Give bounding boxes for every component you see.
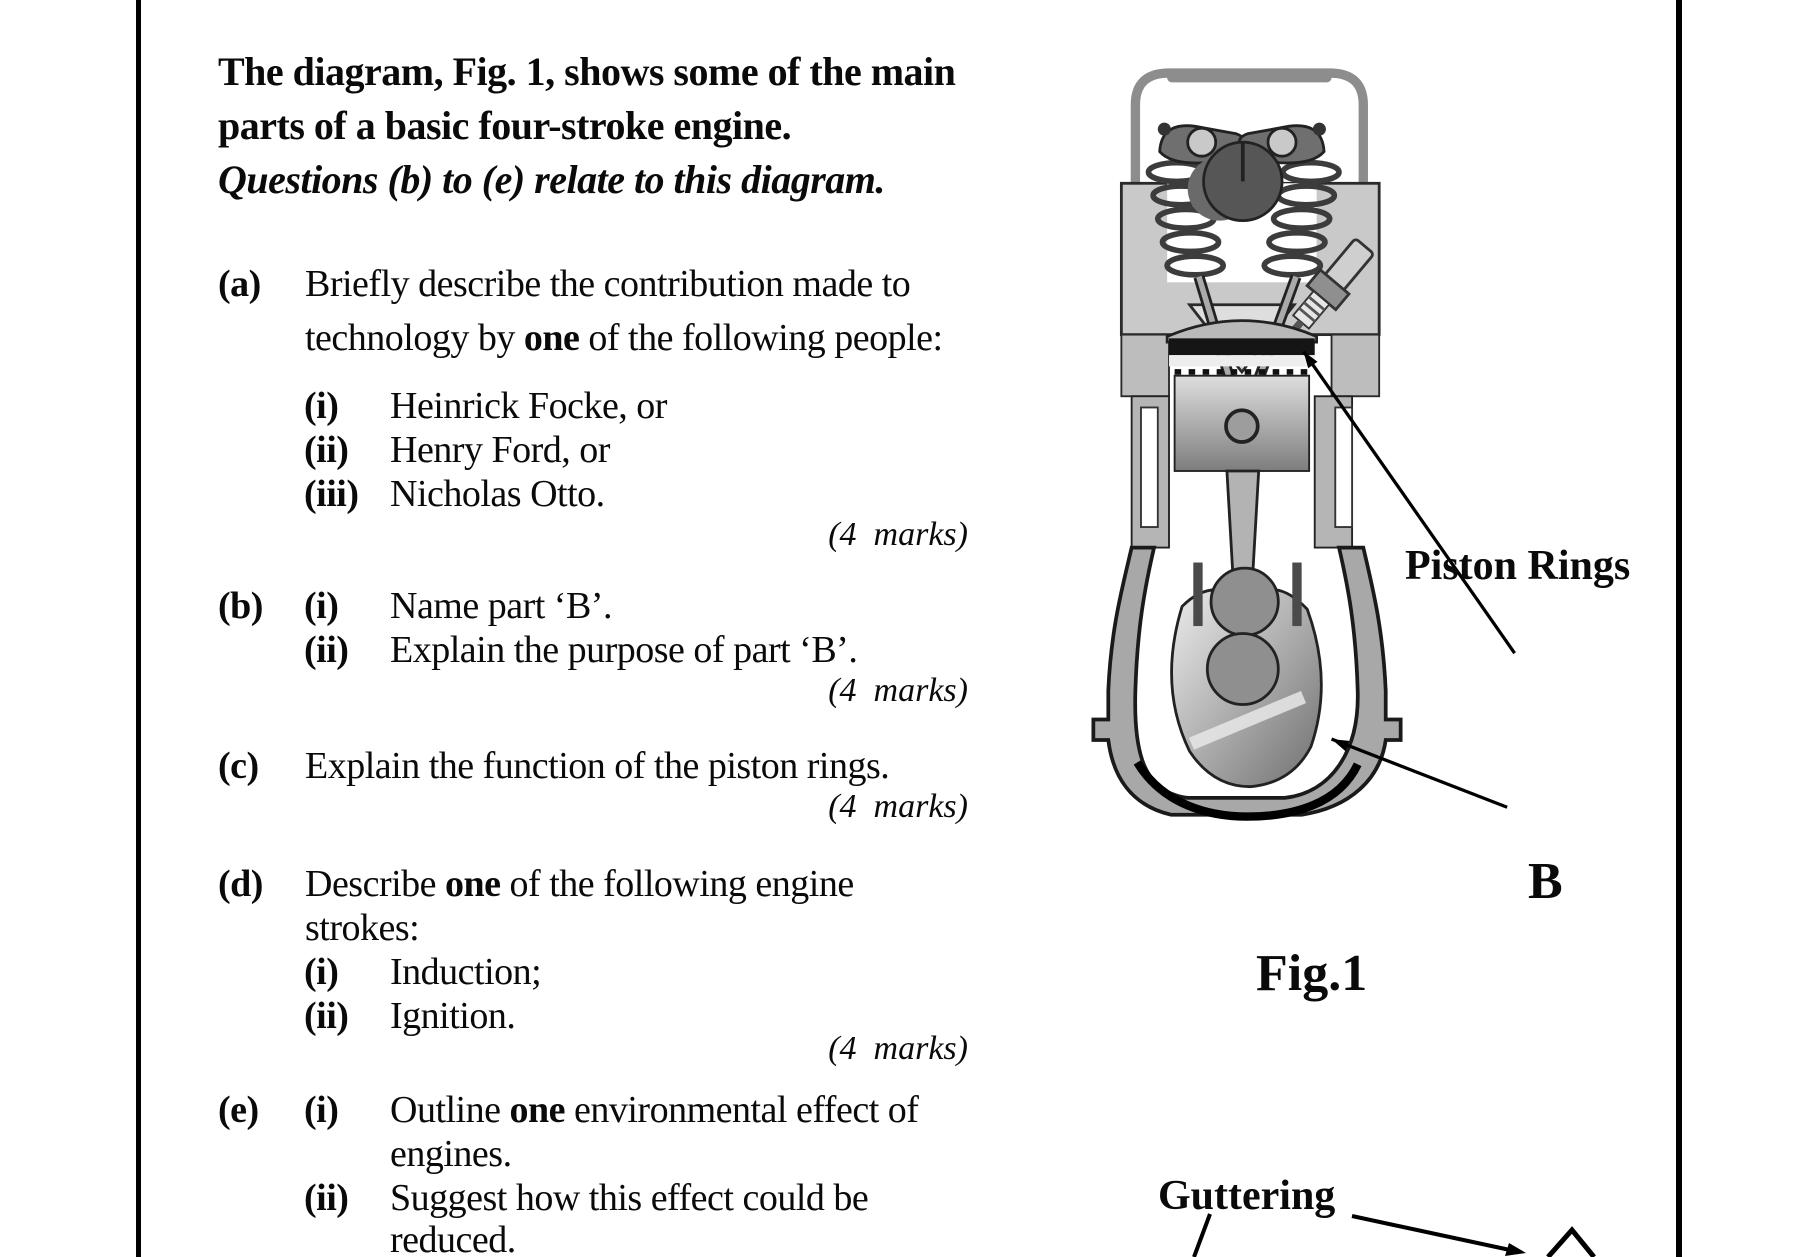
- wrist-pin: [1224, 408, 1260, 444]
- q-d-marks: (4 marks): [828, 1030, 968, 1067]
- q-a-ii-text: Henry Ford, or: [390, 429, 610, 471]
- piston-ring-band: [1169, 338, 1315, 356]
- q-b-ii-num: (ii): [304, 629, 349, 671]
- q-a-line-1: Briefly describe the contribution made t…: [305, 263, 911, 305]
- piston-rings-leader-arrow: [1302, 350, 1516, 655]
- q-a-marks: (4 marks): [828, 516, 968, 553]
- crank-web-highlight: [1188, 690, 1307, 750]
- piston-ring-groove: [1169, 355, 1315, 367]
- q-e-i-line-2: engines.: [390, 1133, 512, 1175]
- q-d-line-2: strokes:: [305, 907, 420, 949]
- intro-line-1: The diagram, Fig. 1, shows some of the m…: [218, 49, 956, 94]
- guttering-label: Guttering: [1158, 1173, 1336, 1219]
- big-end-lower: [1205, 632, 1280, 706]
- q-a-iii-num: (iii): [304, 473, 359, 515]
- q-c-label: (c): [218, 745, 259, 787]
- q-a-line-2: technology by one of the following peopl…: [305, 317, 943, 359]
- intro-line-2: parts of a basic four-stroke engine.: [218, 103, 792, 148]
- guttering-leader-lines: [1192, 1213, 1596, 1257]
- q-a-i-num: (i): [304, 385, 339, 427]
- q-d-i-num: (i): [304, 951, 339, 993]
- rod-rail-left: [1193, 562, 1203, 627]
- figure2-rocker-fragment: [1546, 1226, 1596, 1257]
- page-border-left: [136, 0, 141, 1257]
- q-d-ii-text: Ignition.: [390, 995, 516, 1037]
- page-border-right: [1676, 0, 1682, 1257]
- guttering-leader-right-arrow: [1351, 1214, 1526, 1256]
- q-b-marks: (4 marks): [828, 672, 968, 709]
- q-a-ii-num: (ii): [304, 429, 349, 471]
- q-c-marks: (4 marks): [828, 788, 968, 825]
- q-d-line-1: Describe one of the following engine: [305, 863, 854, 905]
- q-b-label: (b): [218, 585, 263, 627]
- guttering-leader-left: [1192, 1213, 1212, 1257]
- wall-slot-left: [1140, 406, 1159, 528]
- piston-rings-label: Piston Rings: [1405, 543, 1631, 589]
- q-b-ii-text: Explain the purpose of part ‘B’.: [390, 629, 858, 671]
- block-shoulder-left: [1120, 333, 1170, 398]
- q-b-i-text: Name part ‘B’.: [390, 585, 612, 627]
- q-c-text: Explain the function of the piston rings…: [305, 745, 890, 787]
- intro-line-3: Questions (b) to (e) relate to this diag…: [218, 157, 885, 202]
- q-a-iii-text: Nicholas Otto.: [390, 473, 605, 515]
- valve-cover-top-band: [1167, 71, 1332, 83]
- q-e-ii-line-1: Suggest how this effect could be: [390, 1177, 869, 1219]
- q-d-ii-num: (ii): [304, 995, 349, 1037]
- engine-cross-section-figure: [1091, 68, 1516, 821]
- figure1-caption: Fig.1: [1256, 945, 1368, 1002]
- q-e-label: (e): [218, 1089, 259, 1131]
- sump-bottom-line: [1133, 760, 1362, 821]
- crankcase-outline: [1091, 545, 1403, 817]
- q-b-i-num: (i): [304, 585, 339, 627]
- b-leader-arrow: [1330, 737, 1508, 809]
- piston-crown: [1165, 319, 1318, 344]
- q-d-label: (d): [218, 863, 263, 905]
- q-e-i-line-1: Outline one environmental effect of: [390, 1089, 919, 1131]
- q-e-i-num: (i): [304, 1089, 339, 1131]
- rod-rail-right: [1292, 562, 1302, 627]
- q-a-label: (a): [218, 263, 261, 305]
- q-e-ii-line-2: reduced.: [390, 1219, 516, 1257]
- q-a-i-text: Heinrick Focke, or: [390, 385, 667, 427]
- block-shoulder-right: [1330, 333, 1381, 398]
- wall-slot-right: [1334, 406, 1354, 528]
- part-b-label: B: [1528, 853, 1563, 910]
- big-end-upper: [1209, 566, 1280, 637]
- q-e-ii-num: (ii): [304, 1177, 349, 1219]
- q-d-i-text: Induction;: [390, 951, 542, 993]
